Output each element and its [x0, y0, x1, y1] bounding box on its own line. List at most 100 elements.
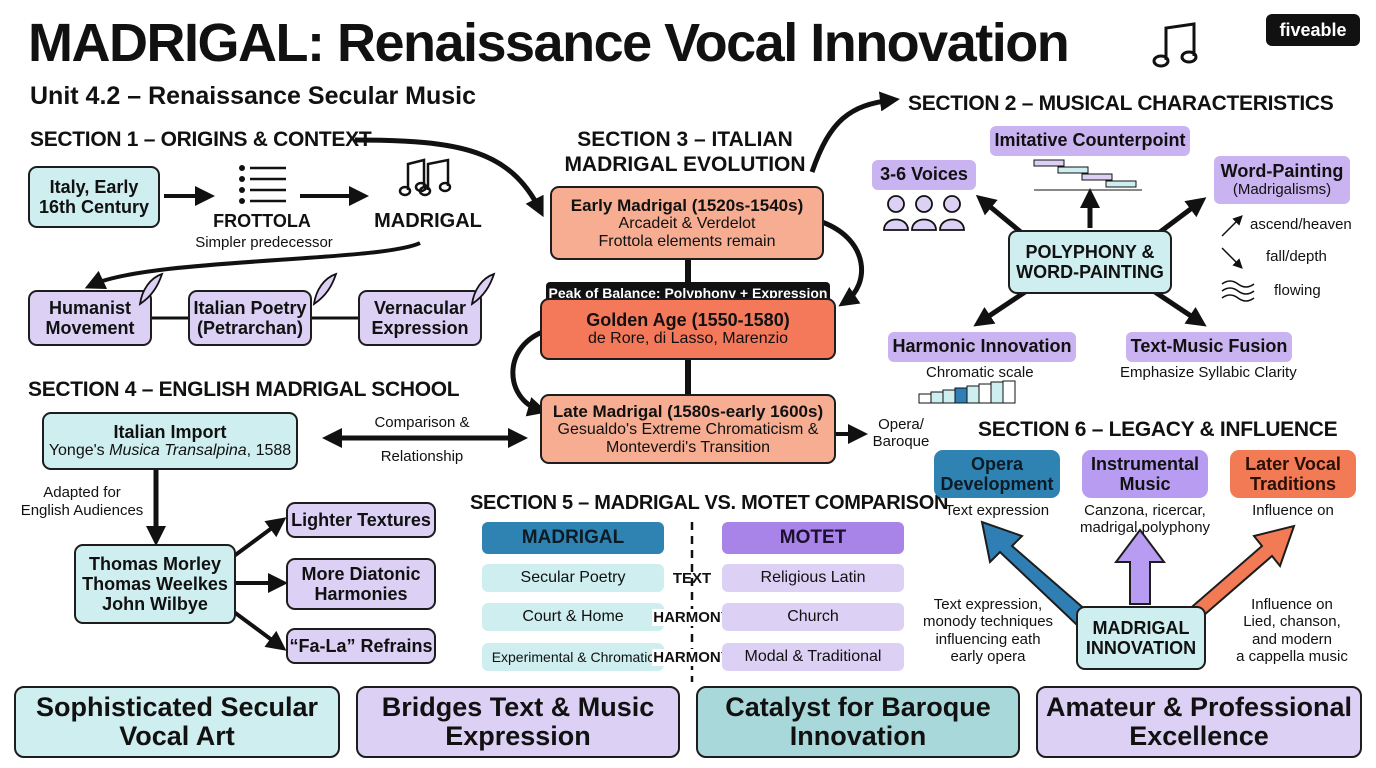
note-line: a cappella music [1236, 647, 1348, 665]
composer-morley: Thomas Morley [88, 553, 222, 574]
note-line: Lied, chanson, [1243, 613, 1341, 631]
feature-lighter-textures: Lighter Textures [286, 502, 436, 538]
quill-icon [470, 272, 496, 306]
composers-box: Thomas Morley Thomas Weelkes John Wilbye [74, 544, 236, 624]
later-influence-note: Influence on Lied, chanson, and modern a… [1222, 596, 1362, 665]
footer-line: Vocal Art [119, 721, 235, 751]
feature-fa-la-refrains: “Fa-La” Refrains [286, 628, 436, 664]
quill-icon [312, 272, 338, 306]
adapted-line: Adapted for [43, 484, 121, 501]
text-music-fusion-tag: Text-Music Fusion [1126, 332, 1292, 362]
section2-title: SECTION 2 – MUSICAL CHARACTERISTICS [908, 92, 1334, 115]
comparison-mid-label: HARMONY [652, 649, 732, 666]
section4-title: SECTION 4 – ENGLISH MADRIGAL SCHOOL [28, 378, 460, 401]
people-group-icon [883, 195, 965, 231]
note-line: and modern [1251, 630, 1333, 648]
imitative-counterpoint-tag: Imitative Counterpoint [990, 126, 1190, 156]
motet-header: MOTET [722, 522, 904, 554]
note-line: influencing eath [935, 630, 1041, 648]
syllabic-clarity-label: Emphasize Syllabic Clarity [1120, 364, 1297, 381]
frottola-label: FROTTOLA [213, 211, 311, 231]
voices-tag: 3-6 Voices [872, 160, 976, 190]
later-vocal-subtext: Influence on [1252, 502, 1334, 519]
note-line: monody techniques [922, 613, 1054, 631]
comparison-right-cell: Religious Latin [722, 564, 904, 592]
composer-wilbye: John Wilbye [102, 594, 208, 615]
italian-import-title: Italian Import [113, 421, 227, 442]
music-notes-icon [398, 158, 452, 197]
madrigal-innovation-box: MADRIGAL INNOVATION [1076, 606, 1206, 670]
comparison-right-cell: Church [722, 603, 904, 631]
note-line: Text expression, [933, 596, 1043, 613]
golden-age-title: Golden Age (1550-1580) [586, 309, 790, 330]
opera-baroque-label: Opera/ Baroque [862, 416, 940, 451]
footer-amateur-professional: Amateur & Professional Excellence [1036, 686, 1362, 758]
section1-title: SECTION 1 – ORIGINS & CONTEXT [30, 128, 372, 151]
page-title: MADRIGAL: Renaissance Vocal Innovation [28, 13, 1070, 73]
comparison-label: Comparison & [374, 414, 470, 431]
golden-age-line: de Rore, di Lasso, Marenzio [587, 330, 789, 348]
import-prefix: Yonge's [48, 442, 110, 460]
opera-baroque-line: Opera/ [878, 416, 924, 433]
note-line: Influence on [1251, 596, 1333, 613]
opera-development-box: Opera Development [934, 450, 1060, 498]
footer-line: Catalyst for Baroque [725, 691, 991, 722]
feature-diatonic-harmonies: More Diatonic Harmonies [286, 558, 436, 610]
late-madrigal-box: Late Madrigal (1580s-early 1600s) Gesual… [540, 394, 836, 464]
comparison-left-cell: Experimental & Chromatic [482, 643, 664, 671]
word-painting-title: Word-Painting [1220, 160, 1344, 181]
comparison-mid-label: TEXT [672, 570, 712, 587]
opera-subtext: Text expression [944, 502, 1050, 519]
section3-title: SECTION 3 – ITALIAN MADRIGAL EVOLUTION [564, 128, 806, 176]
polyphony-center-box: POLYPHONY & WORD-PAINTING [1008, 230, 1172, 294]
early-madrigal-box: Early Madrigal (1520s-1540s) Arcadeit & … [550, 186, 824, 260]
footer-bridges-text: Bridges Text & Music Expression [356, 686, 680, 758]
early-madrigal-line: Frottola elements remain [598, 232, 776, 250]
madrigal-header: MADRIGAL [482, 522, 664, 554]
composer-weelkes: Thomas Weelkes [82, 573, 228, 594]
early-madrigal-line: Arcadeit & Verdelot [618, 214, 756, 232]
harmonic-innovation-tag: Harmonic Innovation [888, 332, 1076, 362]
counterpoint-staff-icon [1033, 159, 1142, 191]
relationship-label: Relationship [380, 448, 464, 465]
adapted-line: English Audiences [20, 502, 144, 519]
opera-baroque-line: Baroque [872, 433, 930, 451]
music-note-icon [1152, 22, 1198, 68]
footer-line: Amateur & Professional [1045, 691, 1353, 722]
innovation-line: INNOVATION [1085, 638, 1197, 658]
comparison-left-cell: Court & Home [482, 603, 664, 631]
adapted-label: Adapted for English Audiences [14, 484, 150, 520]
comparison-left-cell: Secular Poetry [482, 564, 664, 592]
influence-vernacular: Vernacular Expression [358, 290, 482, 346]
early-madrigal-title: Early Madrigal (1520s-1540s) [570, 195, 804, 215]
note-line: early opera [950, 647, 1026, 665]
late-madrigal-line: Gesualdo's Extreme Chromaticism & [557, 420, 819, 438]
import-suffix: , 1588 [246, 442, 292, 460]
instrumental-sub-line: madrigal polyphony [1079, 519, 1211, 537]
footer-sophisticated-secular: Sophisticated Secular Vocal Art [14, 686, 340, 758]
italy-origin-box: Italy, Early 16th Century [28, 166, 160, 228]
opera-influence-note: Text expression, monody techniques influ… [918, 596, 1058, 665]
word-painting-subtitle: (Madrigalisms) [1232, 180, 1332, 198]
golden-age-box: Golden Age (1550-1580) de Rore, di Lasso… [540, 298, 836, 360]
page-subtitle: Unit 4.2 – Renaissance Secular Music [30, 82, 477, 110]
list-icon [239, 165, 286, 204]
wp-example-ascend: ascend/heaven [1250, 216, 1352, 233]
innovation-line: MADRIGAL [1092, 617, 1190, 638]
madrigal-label: MADRIGAL [374, 210, 482, 232]
section6-title: SECTION 6 – LEGACY & INFLUENCE [978, 418, 1338, 441]
influence-italian-poetry: Italian Poetry (Petrarchan) [188, 290, 312, 346]
influence-humanist: Humanist Movement [28, 290, 152, 346]
brand-logo: fiveable [1266, 14, 1360, 46]
frottola-subtext: Simpler predecessor [195, 234, 333, 251]
italian-import-detail: Yonge's Musica Transalpina, 1588 [49, 442, 291, 460]
import-title-italic: Musica Transalpina [109, 442, 247, 460]
comparison-right-cell: Modal & Traditional [722, 643, 904, 671]
instrumental-music-box: Instrumental Music [1082, 450, 1208, 498]
chromatic-scale-icon [918, 380, 1016, 404]
footer-line: Innovation [789, 721, 927, 751]
instrumental-subtext: Canzona, ricercar, madrigal polyphony [1066, 502, 1224, 537]
word-painting-tag: Word-Painting (Madrigalisms) [1214, 156, 1350, 204]
section5-title: SECTION 5 – MADRIGAL VS. MOTET COMPARISO… [470, 492, 949, 514]
